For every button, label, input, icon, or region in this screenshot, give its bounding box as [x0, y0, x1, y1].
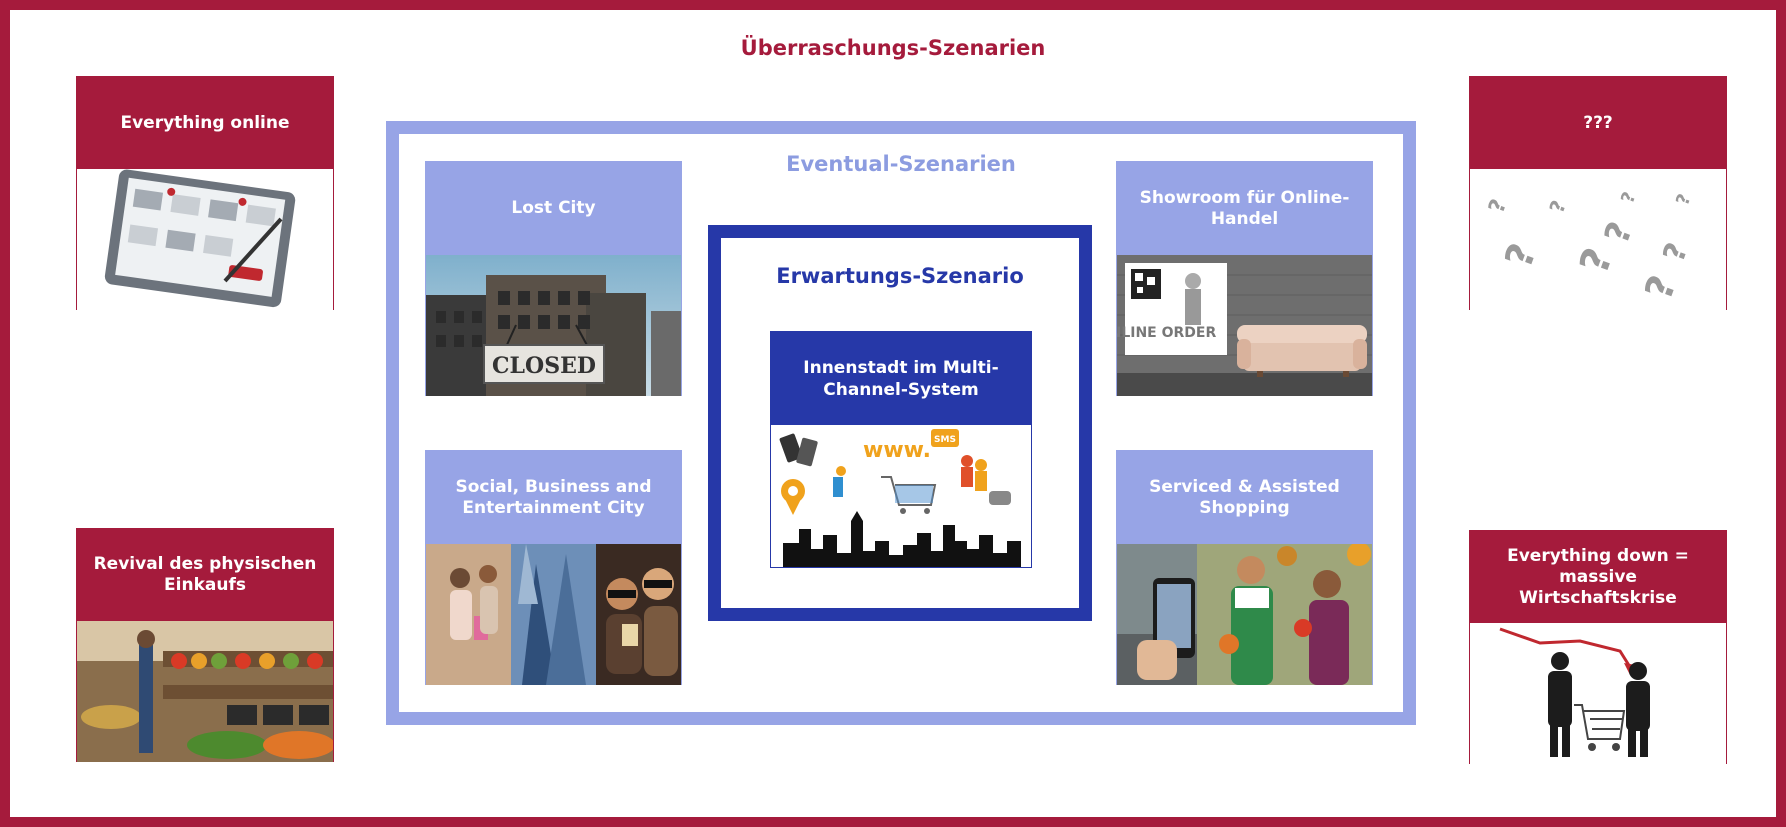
question-marks-icon: ? ? ? ? ? ? ? ? ? [1470, 169, 1726, 310]
eventual-scenarios-title: Eventual-Szenarien [786, 152, 1016, 176]
tablet-shopping-icon [77, 169, 333, 310]
scenario-label: Social, Business and Entertainment City [426, 451, 681, 544]
www-text: www. [863, 438, 931, 463]
market-stall-icon [77, 621, 333, 762]
expectation-scenario-title: Erwartungs-Szenario [776, 264, 1024, 288]
city-life-icon [426, 544, 681, 685]
scenario-lost-city: Lost City CLOSED [425, 161, 682, 396]
online-order-text: ONLINE ORDER [1117, 325, 1216, 341]
scenario-label: Serviced & Assisted Shopping [1117, 451, 1372, 544]
scenario-serviced-assisted-shopping: Serviced & Assisted Shopping [1116, 450, 1373, 685]
scenario-unknown: ??? ? ? ? ? ? ? ? ? ? [1469, 76, 1727, 310]
sms-text: SMS [934, 435, 956, 445]
scenario-label: Lost City [426, 162, 681, 255]
showroom-sofa-icon: ONLINE ORDER [1117, 255, 1372, 396]
closed-sign-icon: CLOSED [426, 255, 681, 396]
scenario-label: ??? [1470, 77, 1726, 169]
scenario-label: Showroom für Online-Handel [1117, 162, 1372, 255]
scenario-label: Revival des physischen Einkaufs [77, 529, 333, 621]
crisis-shopping-cart-icon [1470, 623, 1726, 764]
closed-sign-text: CLOSED [492, 353, 596, 379]
assisted-shopping-icon [1117, 544, 1372, 685]
scenario-revival-physical-shopping: Revival des physischen Einkaufs [76, 528, 334, 762]
scenario-label: Innenstadt im Multi-Channel-System [771, 332, 1031, 425]
scenario-multichannel-city: Innenstadt im Multi-Channel-System www. … [770, 331, 1032, 568]
page-title: Überraschungs-Szenarien [740, 36, 1046, 60]
scenario-everything-online: Everything online [76, 76, 334, 310]
multichannel-city-icon: www. SMS [771, 425, 1031, 567]
scenario-label: Everything online [77, 77, 333, 169]
scenario-everything-down: Everything down = massive Wirtschaftskri… [1469, 530, 1727, 764]
scenario-social-business-entertainment-city: Social, Business and Entertainment City [425, 450, 682, 685]
scenario-label: Everything down = massive Wirtschaftskri… [1470, 531, 1726, 623]
scenario-showroom: Showroom für Online-Handel ONLINE ORDER [1116, 161, 1373, 396]
